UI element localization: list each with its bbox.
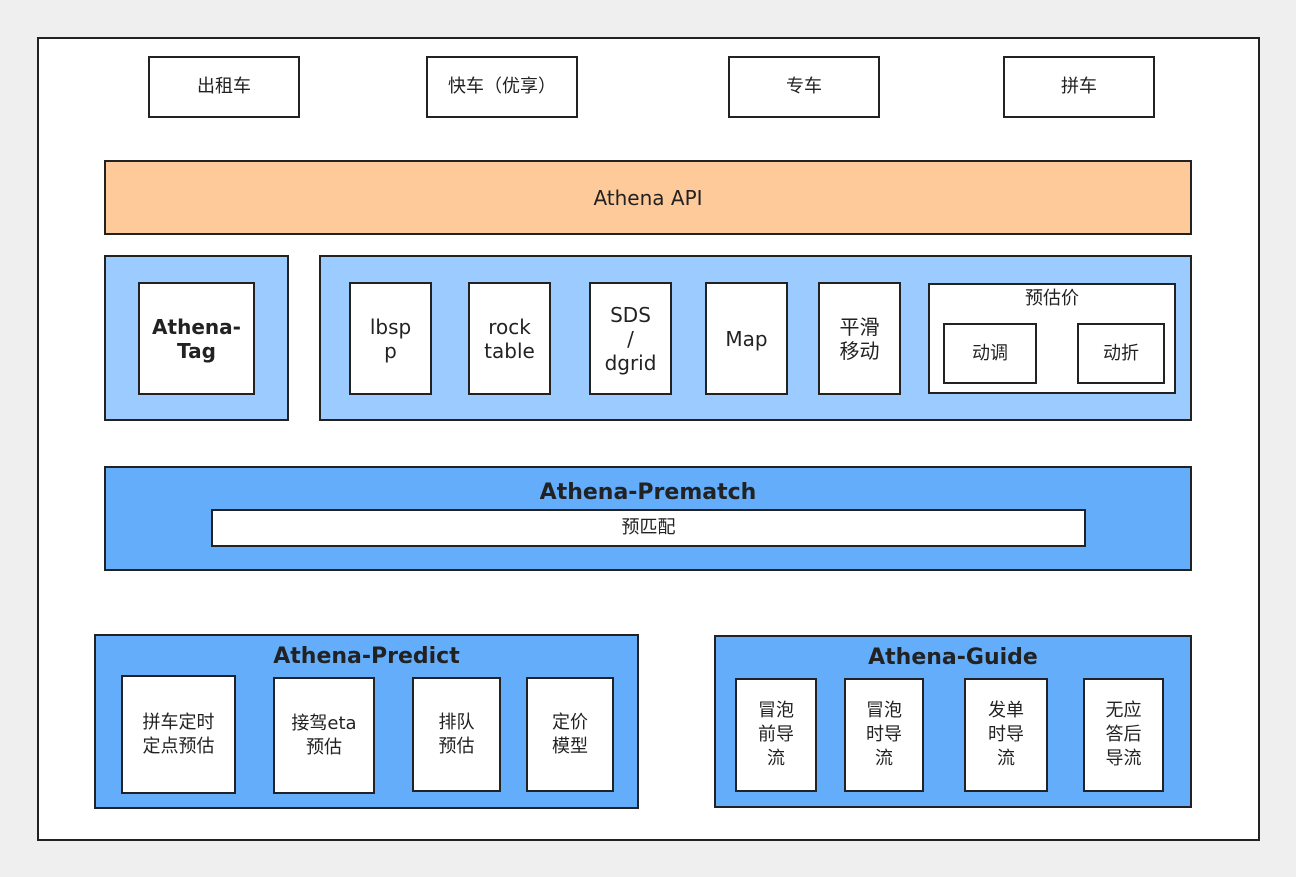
service-sds-dgrid-label: SDS / dgrid — [604, 302, 657, 375]
predict-queue-label: 排队 预估 — [438, 711, 475, 757]
service-smooth-move: 平滑 移动 — [818, 282, 901, 395]
guide-on-order-label: 发单 时导 流 — [988, 700, 1024, 769]
service-rocktable: rock table — [468, 282, 551, 395]
service-lbsp-label: lbsp p — [369, 314, 412, 363]
tag-box: Athena- Tag — [138, 282, 255, 395]
service-smooth-move-label: 平滑 移动 — [839, 314, 880, 363]
guide-on-order: 发单 时导 流 — [964, 678, 1048, 792]
api-layer: Athena API — [104, 160, 1192, 235]
guide-title: Athena-Guide — [868, 645, 1038, 670]
channel-taxi: 出租车 — [148, 56, 300, 118]
tag-label: Athena- Tag — [152, 314, 241, 363]
service-lbsp: lbsp p — [349, 282, 432, 395]
channel-carpool: 拼车 — [1003, 56, 1155, 118]
api-label: Athena API — [593, 185, 703, 210]
prematch-inner-label: 预匹配 — [621, 517, 676, 538]
predict-pricing-model: 定价 模型 — [526, 677, 614, 792]
predict-title: Athena-Predict — [273, 644, 460, 669]
service-map: Map — [705, 282, 788, 395]
guide-during-bubble: 冒泡 时导 流 — [844, 678, 924, 792]
channel-taxi-label: 出租车 — [197, 76, 251, 97]
predict-pickup-eta-label: 接驾eta 预估 — [291, 712, 357, 758]
prematch-title: Athena-Prematch — [539, 480, 757, 505]
estimate-dynamic-discount: 动折 — [1077, 323, 1165, 384]
channel-express: 快车（优享） — [426, 56, 578, 118]
service-map-label: Map — [725, 326, 768, 351]
guide-before-bubble: 冒泡 前导 流 — [735, 678, 817, 792]
channel-carpool-label: 拼车 — [1061, 76, 1097, 97]
predict-pickup-eta: 接驾eta 预估 — [273, 677, 375, 794]
guide-before-bubble-label: 冒泡 前导 流 — [758, 700, 794, 769]
service-sds-dgrid: SDS / dgrid — [589, 282, 672, 395]
estimate-dynamic-adjust: 动调 — [943, 323, 1037, 384]
estimate-dynamic-discount-label: 动折 — [1103, 342, 1139, 364]
predict-queue: 排队 预估 — [412, 677, 501, 792]
service-rocktable-label: rock table — [484, 314, 535, 363]
predict-pricing-model-label: 定价 模型 — [552, 711, 588, 757]
predict-carpool-fixed: 拼车定时 定点预估 — [121, 675, 236, 794]
guide-during-bubble-label: 冒泡 时导 流 — [866, 700, 902, 769]
predict-carpool-fixed-label: 拼车定时 定点预估 — [142, 711, 215, 757]
guide-no-response-label: 无应 答后 导流 — [1105, 700, 1142, 769]
channel-express-label: 快车（优享） — [448, 76, 556, 97]
estimate-dynamic-adjust-label: 动调 — [972, 342, 1008, 364]
prematch-inner: 预匹配 — [211, 509, 1086, 547]
estimate-price-title: 预估价 — [1025, 288, 1079, 309]
channel-premium-label: 专车 — [786, 76, 822, 97]
guide-no-response: 无应 答后 导流 — [1083, 678, 1164, 792]
channel-premium: 专车 — [728, 56, 880, 118]
